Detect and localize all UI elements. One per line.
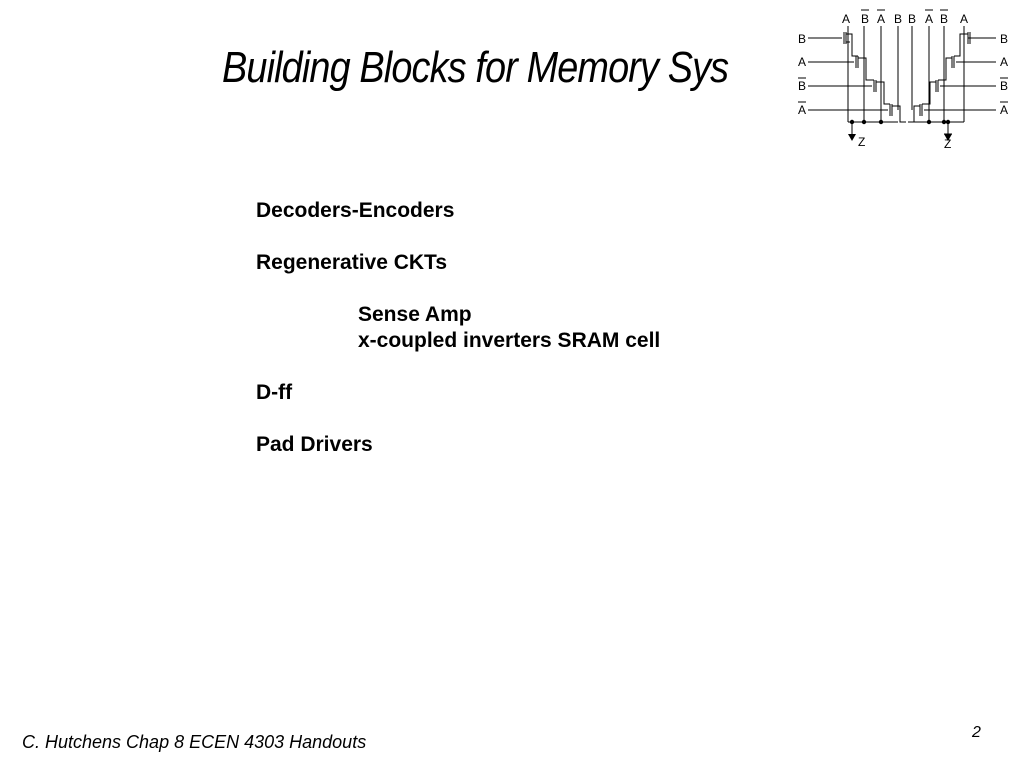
circuit-right-label: B — [1000, 79, 1008, 93]
circuit-top-label: B — [861, 12, 869, 26]
circuit-output-right-label: Z — [944, 137, 951, 151]
circuit-top-label: A — [877, 12, 885, 26]
circuit-top-label: A — [925, 12, 933, 26]
list-item: Regenerative CKTs — [256, 251, 448, 274]
circuit-left-label: A — [798, 103, 806, 117]
slide-title: Building Blocks for Memory Sys — [222, 43, 729, 92]
page-number: 2 — [972, 724, 981, 741]
circuit-top-label: A — [960, 12, 968, 26]
circuit-left-label: B — [798, 32, 806, 46]
slide-footer: C. Hutchens Chap 8 ECEN 4303 Handouts — [22, 732, 367, 752]
mux-circuit-diagram: A B A B B A B A B A B A B A B A — [790, 6, 1024, 152]
circuit-top-label: B — [940, 12, 948, 26]
list-subitem: Sense Amp — [358, 303, 472, 326]
circuit-left-label: B — [798, 79, 806, 93]
circuit-right-label: A — [1000, 55, 1008, 69]
circuit-output-left-label: Z — [858, 135, 865, 149]
circuit-left-label: A — [798, 55, 806, 69]
circuit-top-label: A — [842, 12, 850, 26]
list-subitem: x-coupled inverters SRAM cell — [358, 329, 661, 352]
circuit-top-label: B — [894, 12, 902, 26]
circuit-top-label: B — [908, 12, 916, 26]
content-list: Decoders-Encoders Regenerative CKTs Sens… — [256, 198, 660, 458]
list-item: Decoders-Encoders — [256, 199, 455, 222]
circuit-right-label: A — [1000, 103, 1008, 117]
list-item: Pad Drivers — [256, 433, 373, 456]
circuit-right-label: B — [1000, 32, 1008, 46]
list-item: D-ff — [256, 381, 293, 404]
